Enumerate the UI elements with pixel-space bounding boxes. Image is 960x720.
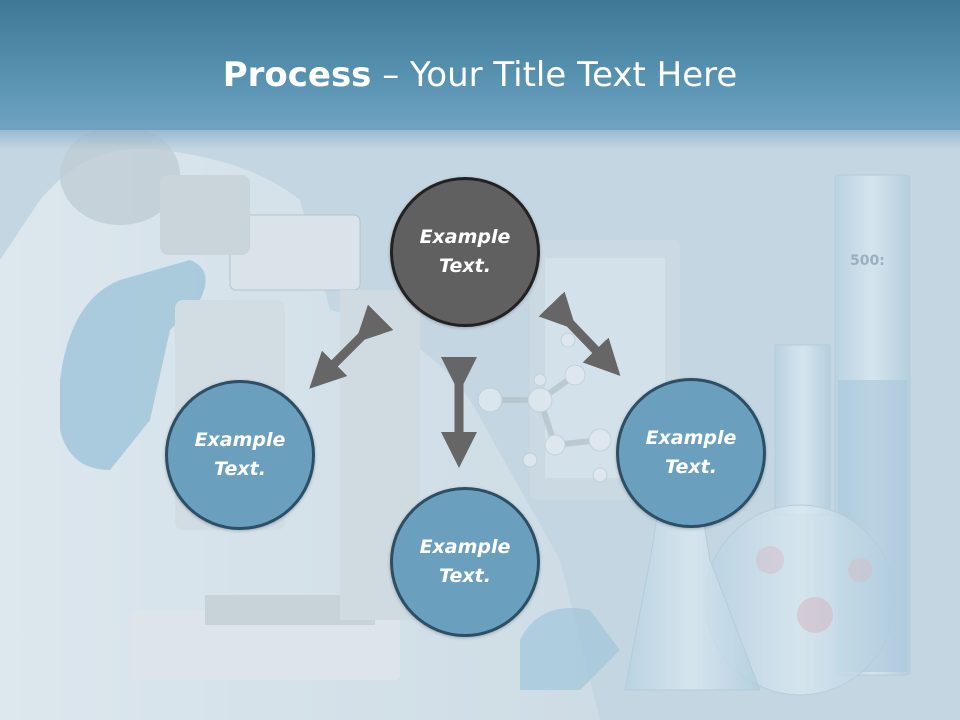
process-node-top[interactable]: Example Text. <box>390 177 540 327</box>
process-node-left[interactable]: Example Text. <box>165 380 315 530</box>
process-node-bottom-text: Example Text. <box>419 536 511 587</box>
process-node-bottom[interactable]: Example Text. <box>390 487 540 637</box>
beaker-marking: 500: <box>850 253 885 269</box>
process-node-top-text: Example Text. <box>419 226 511 277</box>
process-node-left-text: Example Text. <box>194 429 286 480</box>
title-bar-fade <box>0 128 960 150</box>
slide-title: Process – Your Title Text Here <box>0 52 960 98</box>
title-bar <box>0 0 960 130</box>
slide-title-bold: Process <box>222 55 372 95</box>
slide-title-rest: – Your Title Text Here <box>371 55 738 95</box>
process-node-right-text: Example Text. <box>645 427 737 478</box>
process-node-right[interactable]: Example Text. <box>616 378 766 528</box>
arrow-top-left <box>309 304 394 389</box>
arrow-top-right <box>538 291 621 377</box>
